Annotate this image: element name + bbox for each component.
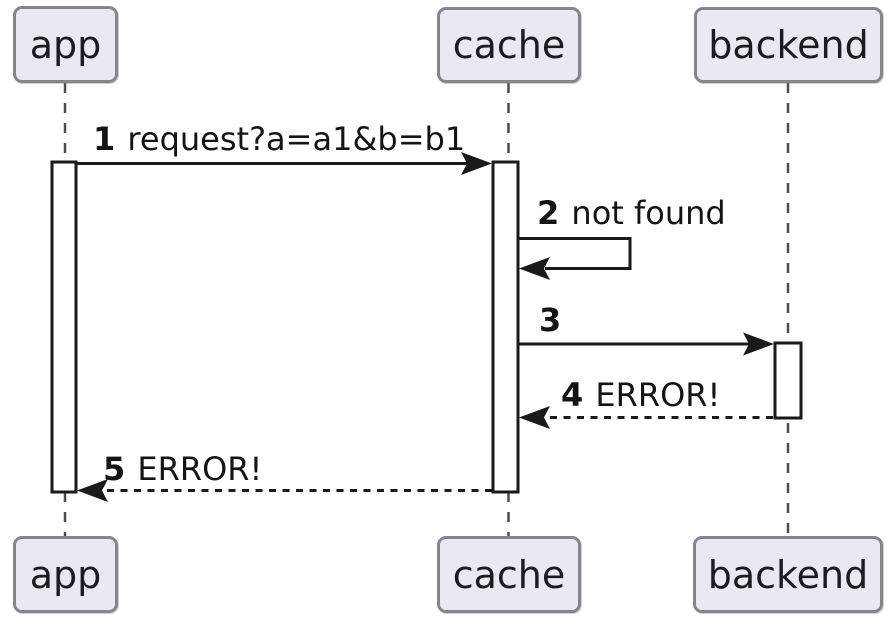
message-4-label: 4 ERROR! <box>561 376 720 414</box>
message-5-text: ERROR! <box>137 450 263 488</box>
message-1-arrowhead <box>461 152 492 175</box>
participant-box-backend-top: backend <box>694 7 883 83</box>
message-3-label: 3 <box>539 301 573 339</box>
participant-box-app-top: app <box>13 6 118 83</box>
participant-box-cache-bottom: cache <box>437 536 581 613</box>
activation-bar-backend <box>773 341 803 420</box>
message-1-text: request?a=a1&b=b1 <box>127 120 466 158</box>
message-4-number: 4 <box>561 376 584 414</box>
message-5-arrowhead <box>77 479 108 502</box>
message-2-text: not found <box>571 194 726 232</box>
message-3-number: 3 <box>539 301 562 339</box>
message-4-arrowhead <box>519 406 550 429</box>
participant-box-backend-bottom: backend <box>693 536 883 613</box>
activation-bar-app <box>50 160 78 494</box>
message-5-number: 5 <box>103 450 126 488</box>
participant-box-app-bottom: app <box>13 536 118 613</box>
message-2-number: 2 <box>537 194 560 232</box>
message-1-number: 1 <box>93 120 116 158</box>
message-3-arrowhead <box>743 332 774 356</box>
message-1-label: 1 request?a=a1&b=b1 <box>93 120 465 158</box>
participant-box-cache-top: cache <box>437 7 581 83</box>
activation-bar-cache <box>491 160 520 494</box>
message-2-self-path <box>519 237 632 270</box>
message-5-label: 5 ERROR! <box>103 450 262 488</box>
message-2-label: 2 not found <box>537 194 726 232</box>
message-2-arrowhead <box>519 257 550 280</box>
message-4-text: ERROR! <box>595 376 721 414</box>
